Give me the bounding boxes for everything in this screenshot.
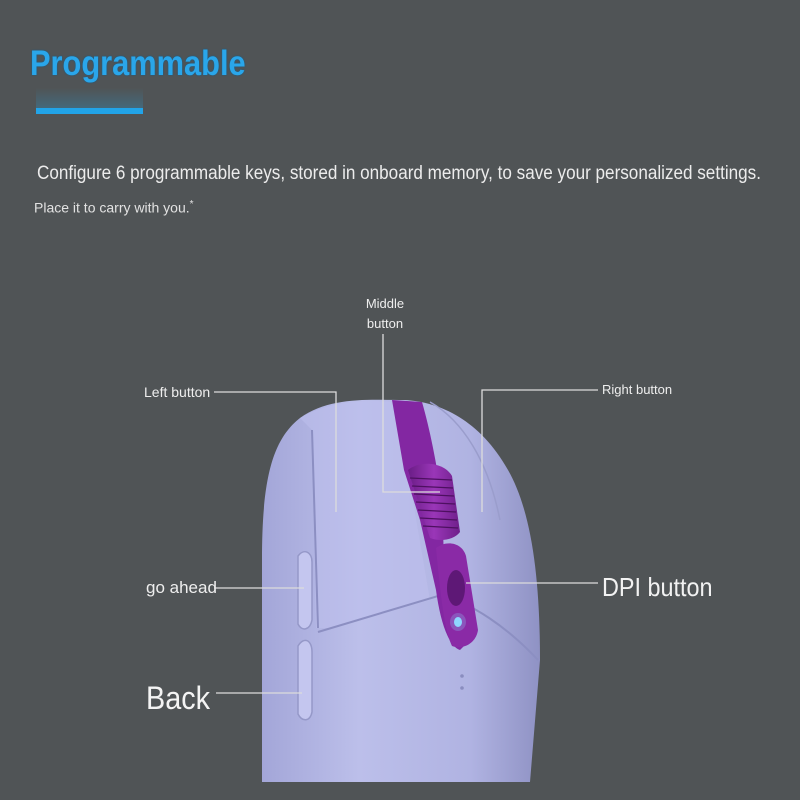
title-underline: [36, 108, 143, 114]
dpi-indicator-light: [454, 617, 462, 627]
label-back: Back: [146, 680, 211, 716]
callout-right-button: [481, 389, 598, 512]
description-line-2-text: Place it to carry with you.: [34, 199, 190, 216]
dpi-button-cap: [447, 570, 465, 606]
title-underline-glow: [36, 88, 143, 108]
description-line-1: Configure 6 programmable keys, stored in…: [37, 163, 761, 184]
label-middle-line-2: button: [366, 316, 404, 331]
page-title: Programmable: [30, 44, 246, 83]
left-button-shell: [300, 401, 430, 628]
label-dpi-button: DPI button: [602, 572, 713, 602]
back-side-button: [297, 639, 313, 721]
label-right-button: Right button: [602, 382, 673, 397]
left-button-seam: [311, 429, 319, 629]
scroll-wheel: [408, 463, 460, 540]
label-middle-button: Middle button: [362, 294, 408, 334]
description-line-2: Place it to carry with you.*: [34, 199, 194, 216]
label-left-button: Left button: [144, 384, 211, 400]
right-button-seam: [429, 401, 501, 521]
forward-side-button: [297, 551, 313, 630]
label-go-ahead: go ahead: [146, 578, 217, 597]
callout-middle-button: [382, 334, 440, 493]
callout-left-button: [214, 391, 337, 512]
footnote-mark: *: [189, 199, 194, 210]
label-middle-line-1: Middle: [365, 296, 405, 311]
